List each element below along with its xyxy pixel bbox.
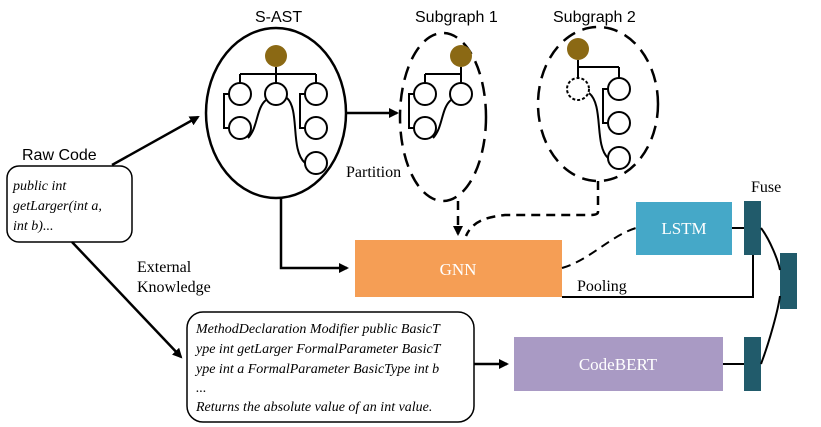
subgraph1-title: Subgraph 1 <box>415 9 498 26</box>
raw-code-line-1: public int <box>12 179 67 194</box>
sast-root-node <box>265 45 287 67</box>
raw-code-line-3: int b)... <box>13 219 53 234</box>
gnn-label: GNN <box>440 260 477 279</box>
external-label: External <box>137 259 192 276</box>
raw-code-label: Raw Code <box>22 147 97 164</box>
knowledge-line-4: ... <box>196 381 207 396</box>
gnn-box <box>355 240 562 297</box>
subgraph2-to-gnn-path <box>464 181 600 237</box>
lstm-label: LSTM <box>661 219 706 238</box>
gnn-to-lstm-path <box>561 227 637 269</box>
lstm-box <box>636 202 732 255</box>
codebert-box <box>514 337 723 391</box>
raw-code-line-2: getLarger(int a, <box>13 199 102 214</box>
subgraph2-tree <box>536 25 660 183</box>
codebert-label: CodeBERT <box>579 355 658 374</box>
subgraph2-title: Subgraph 2 <box>553 9 636 26</box>
fuse-title: Fuse <box>751 179 781 196</box>
knowledge-line-3: ype int a FormalParameter BasicType int … <box>194 362 439 377</box>
knowledge-box <box>186 311 475 423</box>
pooling-line <box>562 255 754 298</box>
pooling-label: Pooling <box>577 278 627 295</box>
knowledge-line-2: ype int getLarger FormalParameter BasicT <box>194 342 442 357</box>
subgraph2-root-node <box>567 38 589 60</box>
knowledge-line-1: MethodDeclaration Modifier public BasicT <box>195 322 441 337</box>
knowledge-label: Knowledge <box>137 279 211 296</box>
fuse-bar-top <box>744 201 761 255</box>
knowledge-line-5: Returns the absolute value of an int val… <box>195 400 432 415</box>
fuse-bar-bottom <box>744 337 761 391</box>
partition-label: Partition <box>346 164 401 181</box>
raw-code-box <box>6 165 133 243</box>
raw-to-knowledge-arrow <box>71 241 183 359</box>
raw-to-sast-arrow <box>111 115 200 167</box>
sast-title: S-AST <box>255 9 302 26</box>
sast-to-gnn-arrow <box>279 198 349 273</box>
sast-tree <box>204 26 348 200</box>
fuse-output-bar <box>780 253 797 309</box>
subgraph1-root-node <box>450 45 472 67</box>
subgraph1-tree <box>398 31 488 203</box>
